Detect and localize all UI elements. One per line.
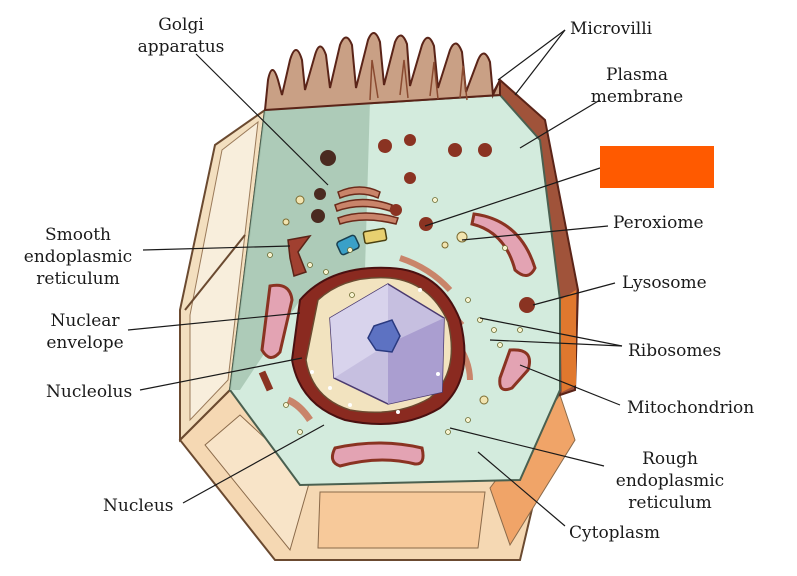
- label-lysosome: Lysosome: [622, 273, 707, 293]
- label-microvilli: Microvilli: [570, 19, 653, 39]
- leader-lines: [127, 29, 623, 527]
- label-nucleus: Nucleus: [103, 496, 174, 516]
- label-rough-er: Rough endoplasmic reticulum: [615, 449, 725, 513]
- organelles: [258, 134, 537, 468]
- label-smooth-er: Smooth endoplasmic reticulum: [23, 225, 133, 289]
- label-golgi-apparatus: Golgi apparatus: [137, 15, 225, 57]
- nucleus: [290, 266, 466, 425]
- golgi-stack: [334, 186, 399, 225]
- mitochondria: [260, 212, 537, 468]
- label-nucleolus: Nucleolus: [46, 382, 133, 402]
- microvilli: [263, 32, 501, 112]
- label-mitochondrion: Mitochondrion: [627, 398, 755, 418]
- label-nuclear-envelope: Nuclear envelope: [46, 311, 124, 353]
- label-ribosomes: Ribosomes: [628, 341, 722, 361]
- ribosome-dots: [267, 197, 523, 435]
- redaction-box: [600, 146, 714, 188]
- label-peroxiome: Peroxiome: [613, 213, 704, 233]
- label-plasma-membrane: Plasma membrane: [590, 65, 684, 107]
- label-cytoplasm: Cytoplasm: [569, 523, 660, 543]
